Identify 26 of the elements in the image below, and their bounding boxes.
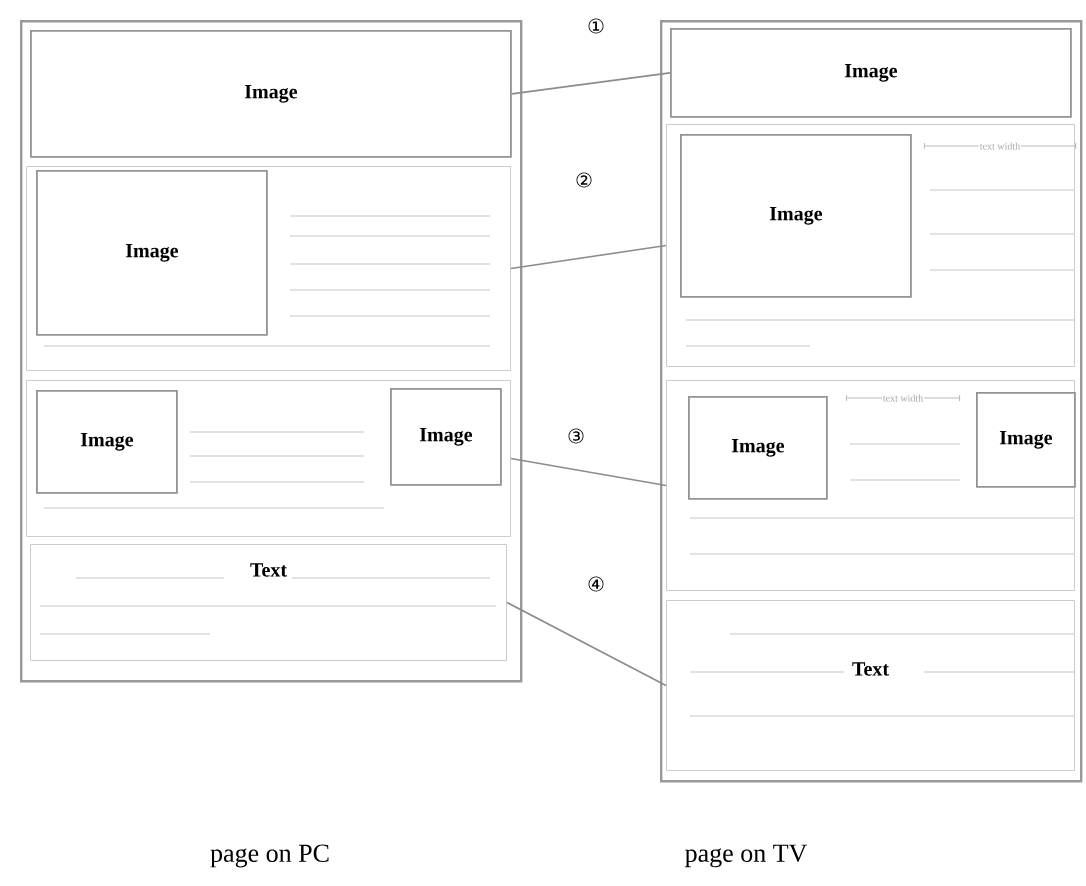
callout-number: ④ <box>585 574 607 594</box>
layout-section <box>26 166 511 371</box>
text-block: Text <box>30 544 507 661</box>
connector-line <box>511 72 671 95</box>
image-frame: Image <box>36 390 178 494</box>
layout-section <box>26 380 511 537</box>
caption: page on PC <box>210 844 329 868</box>
image-frame: Image <box>390 388 502 486</box>
callout-number: ① <box>585 16 607 36</box>
connector-line <box>510 457 667 487</box>
image-frame: Image <box>36 170 268 336</box>
connector-line <box>506 601 667 687</box>
image-frame: Image <box>688 396 828 500</box>
callout-number: ② <box>573 170 595 190</box>
image-frame: Image <box>976 392 1076 488</box>
image-frame: Image <box>670 28 1072 118</box>
image-frame: Image <box>680 134 912 298</box>
callout-number: ③ <box>565 426 587 446</box>
image-frame: Image <box>30 30 512 158</box>
connector-line <box>510 244 667 270</box>
page-frame <box>660 20 1083 783</box>
caption: page on TV <box>685 844 808 868</box>
layout-section <box>666 380 1075 591</box>
text-block: Text <box>666 600 1075 771</box>
layout-section <box>666 124 1075 367</box>
page-frame <box>20 20 523 683</box>
